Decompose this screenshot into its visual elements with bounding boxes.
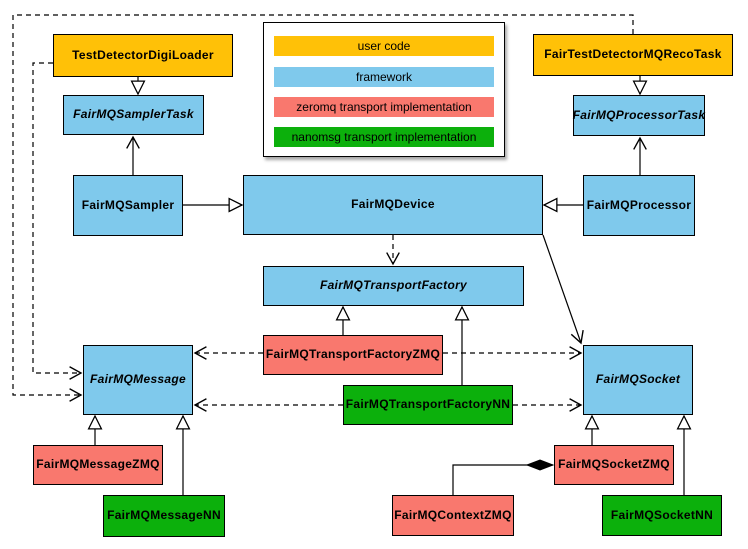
node-fairmq-transport-factory: FairMQTransportFactory	[263, 266, 524, 306]
node-fairmq-sampler: FairMQSampler	[73, 175, 183, 236]
node-fairmq-transport-factory-zmq: FairMQTransportFactoryZMQ	[263, 335, 443, 375]
node-fairmq-socket-zmq: FairMQSocketZMQ	[554, 445, 674, 485]
node-fairmq-socket: FairMQSocket	[583, 345, 693, 415]
edge-dep-recotask-message	[12, 14, 634, 402]
node-fairmq-processor: FairMQProcessor	[583, 175, 695, 236]
node-fairmq-device: FairMQDevice	[243, 175, 543, 235]
node-fairmq-message-nn: FairMQMessageNN	[103, 495, 225, 537]
node-fairmq-message: FairMQMessage	[83, 345, 193, 415]
node-test-detector-digi-loader: TestDetectorDigiLoader	[53, 34, 233, 77]
node-fairmq-message-zmq: FairMQMessageZMQ	[33, 445, 163, 485]
node-fairmq-context-zmq: FairMQContextZMQ	[392, 495, 514, 536]
node-fair-test-detector-mq-reco-task: FairTestDetectorMQRecoTask	[533, 34, 733, 76]
legend: user code framework zeromq transport imp…	[263, 22, 505, 157]
edge-assoc-device-socket	[542, 234, 584, 345]
node-fairmq-sampler-task: FairMQSamplerTask	[63, 95, 204, 135]
edge-comp-socketzmq-contextzmq	[452, 465, 553, 495]
edge-dep-digiloader-message	[32, 62, 83, 380]
node-fairmq-socket-nn: FairMQSocketNN	[602, 495, 722, 536]
node-fairmq-transport-factory-nn: FairMQTransportFactoryNN	[343, 385, 513, 425]
legend-item-zeromq: zeromq transport implementation	[274, 97, 494, 117]
legend-item-nanomsg: nanomsg transport implementation	[274, 127, 494, 147]
legend-item-framework: framework	[274, 67, 494, 87]
node-fairmq-processor-task: FairMQProcessorTask	[573, 95, 705, 136]
legend-item-user-code: user code	[274, 36, 494, 56]
